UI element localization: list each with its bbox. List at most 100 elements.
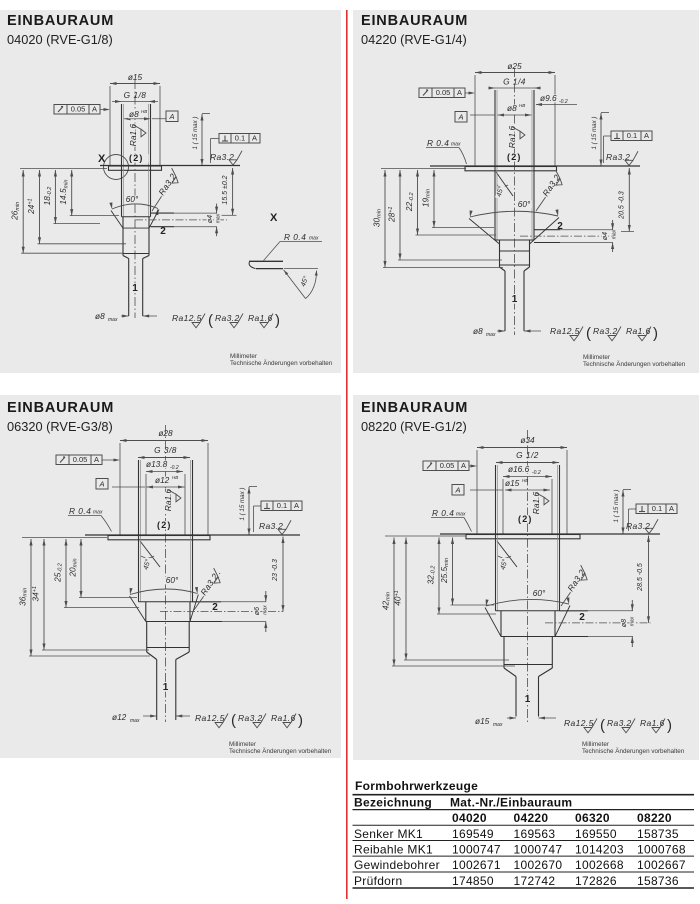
svg-text:(: ( <box>600 717 605 734</box>
svg-text:EINBAURAUM: EINBAURAUM <box>361 13 468 29</box>
svg-text:23 -0.3: 23 -0.3 <box>272 559 279 582</box>
svg-text:HB: HB <box>519 103 525 108</box>
svg-text:24+1: 24+1 <box>26 198 36 215</box>
svg-text:1 ( 15 max ): 1 ( 15 max ) <box>591 116 598 149</box>
svg-text:G 1/8: G 1/8 <box>124 90 147 100</box>
svg-text:X: X <box>270 212 278 224</box>
svg-text:1014203: 1014203 <box>575 842 624 856</box>
svg-text:2: 2 <box>160 226 166 237</box>
svg-text:169549: 169549 <box>452 827 494 841</box>
svg-text:): ) <box>653 325 658 342</box>
svg-text:Ra12.5: Ra12.5 <box>195 713 225 723</box>
svg-text:40+1: 40+1 <box>393 590 403 606</box>
svg-text:0.05: 0.05 <box>440 461 455 470</box>
svg-text:ø8: ø8 <box>95 311 105 321</box>
svg-text:169563: 169563 <box>514 827 556 841</box>
svg-text:R 0.4: R 0.4 <box>69 506 91 516</box>
svg-text:20.5 -0.3: 20.5 -0.3 <box>619 191 626 220</box>
svg-text:ø15: ø15 <box>505 478 520 488</box>
svg-text:0.05: 0.05 <box>436 88 451 97</box>
svg-text:15.5 ±0.2: 15.5 ±0.2 <box>222 175 229 204</box>
svg-text:1: 1 <box>512 294 518 305</box>
svg-text:45°: 45° <box>495 185 506 197</box>
svg-text:-0.2: -0.2 <box>170 465 179 471</box>
svg-text:Ra12.5: Ra12.5 <box>172 313 202 323</box>
svg-text:A: A <box>98 480 104 489</box>
svg-text:1000768: 1000768 <box>637 842 686 856</box>
svg-text:EINBAURAUM: EINBAURAUM <box>361 400 468 416</box>
svg-text:1: 1 <box>132 283 138 294</box>
svg-text:04220 (RVE-G1/4): 04220 (RVE-G1/4) <box>361 32 467 47</box>
svg-text:Ra3.2: Ra3.2 <box>259 521 283 531</box>
svg-text:max: max <box>493 722 503 728</box>
svg-text:R 0.4: R 0.4 <box>284 232 306 242</box>
svg-text:Ra1.6: Ra1.6 <box>163 488 173 511</box>
svg-text:(: ( <box>231 712 236 729</box>
svg-text:28.5 -0.5: 28.5 -0.5 <box>637 563 644 592</box>
svg-text:(2): (2) <box>157 520 172 530</box>
svg-text:Ra1.6: Ra1.6 <box>640 718 665 728</box>
svg-text:Gewindebohrer: Gewindebohrer <box>354 858 440 872</box>
svg-text:max: max <box>263 605 269 615</box>
svg-text:Ra3.2: Ra3.2 <box>215 313 240 323</box>
svg-text:A: A <box>94 455 99 464</box>
svg-text:28+1: 28+1 <box>387 206 397 223</box>
svg-text:34+1: 34+1 <box>31 586 41 602</box>
svg-text:20min: 20min <box>68 558 79 577</box>
svg-text:A: A <box>168 112 174 121</box>
svg-text:174850: 174850 <box>452 874 494 888</box>
svg-text:-0.2: -0.2 <box>532 470 541 476</box>
svg-text:172742: 172742 <box>514 874 556 888</box>
svg-text:max: max <box>630 616 636 626</box>
svg-text:0.1: 0.1 <box>277 501 287 510</box>
svg-text:0.05: 0.05 <box>71 105 86 114</box>
svg-text:ø28: ø28 <box>158 428 173 438</box>
svg-text:Ra3.2: Ra3.2 <box>210 152 234 162</box>
svg-text:max: max <box>216 213 222 223</box>
svg-text:EINBAURAUM: EINBAURAUM <box>7 13 114 29</box>
svg-text:1 ( 15 max ): 1 ( 15 max ) <box>192 116 199 149</box>
svg-text:max: max <box>130 718 140 724</box>
svg-text:ø4: ø4 <box>207 215 214 223</box>
svg-text:): ) <box>667 717 672 734</box>
svg-text:30min: 30min <box>372 209 383 227</box>
svg-text:R 0.4: R 0.4 <box>432 508 454 518</box>
svg-text:0.1: 0.1 <box>652 504 662 513</box>
svg-text:26min: 26min <box>10 202 21 221</box>
svg-text:HB: HB <box>141 109 147 114</box>
svg-text:Technische Änderungen vorbehal: Technische Änderungen vorbehalten <box>230 359 333 367</box>
svg-text:(2): (2) <box>507 152 522 162</box>
svg-text:08220 (RVE-G1/2): 08220 (RVE-G1/2) <box>361 419 467 434</box>
svg-text:Ra3.2: Ra3.2 <box>593 326 618 336</box>
svg-text:Millimeter: Millimeter <box>229 741 256 748</box>
svg-text:04020 (RVE-G1/8): 04020 (RVE-G1/8) <box>7 32 113 47</box>
svg-text:42min: 42min <box>381 592 392 610</box>
svg-text:Prüfdorn: Prüfdorn <box>354 874 402 888</box>
svg-text:0.1: 0.1 <box>627 131 637 140</box>
svg-text:25-0.2: 25-0.2 <box>53 563 64 583</box>
svg-text:ø6: ø6 <box>254 607 261 615</box>
svg-text:ø8: ø8 <box>507 103 517 113</box>
svg-text:172826: 172826 <box>575 874 617 888</box>
svg-text:Ra1.6: Ra1.6 <box>271 713 296 723</box>
svg-text:Ra3.2: Ra3.2 <box>238 713 263 723</box>
svg-text:Ra1.6: Ra1.6 <box>128 123 138 146</box>
svg-text:2: 2 <box>579 612 585 623</box>
svg-text:169550: 169550 <box>575 827 617 841</box>
svg-text:ø8: ø8 <box>473 326 483 336</box>
svg-text:1002668: 1002668 <box>575 858 624 872</box>
svg-text:G 3/8: G 3/8 <box>154 445 177 455</box>
svg-text:A: A <box>92 105 97 114</box>
svg-text:Ra1.6: Ra1.6 <box>507 125 517 148</box>
svg-text:max: max <box>451 142 461 148</box>
svg-text:1 ( 15 max ): 1 ( 15 max ) <box>239 487 246 520</box>
svg-text:08220: 08220 <box>637 811 672 825</box>
svg-text:A: A <box>454 486 460 495</box>
svg-text:06320: 06320 <box>575 811 610 825</box>
svg-text:06320 (RVE-G3/8): 06320 (RVE-G3/8) <box>7 419 113 434</box>
svg-text:2: 2 <box>557 221 563 232</box>
svg-text:Ra12.5: Ra12.5 <box>564 718 594 728</box>
svg-text:A: A <box>644 131 649 140</box>
svg-text:(2): (2) <box>129 153 144 163</box>
svg-text:R 0.4: R 0.4 <box>427 138 449 148</box>
